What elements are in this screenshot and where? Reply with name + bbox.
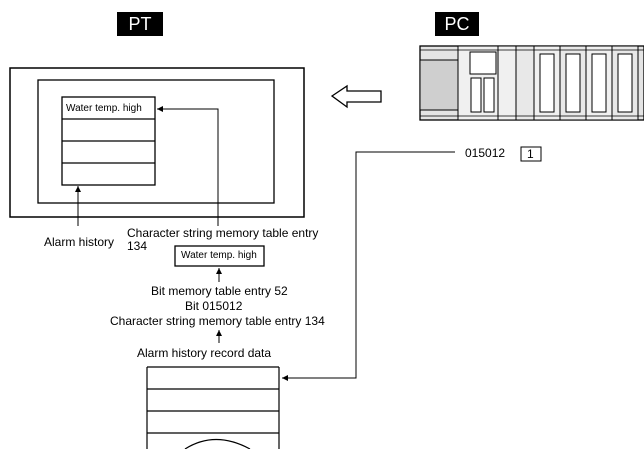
bit-value: 1 xyxy=(527,147,534,161)
char-table-label-2: 134 xyxy=(127,239,148,253)
pc-badge: PC xyxy=(435,12,479,36)
char-table-label-entry: Character string memory table entry 134 xyxy=(110,314,325,328)
water-temp-box xyxy=(174,245,265,267)
bit-value-box xyxy=(520,146,542,162)
transfer-arrow xyxy=(330,84,382,109)
char-table-label-1: Character string memory table entry xyxy=(127,226,319,240)
record-data-table xyxy=(146,366,280,449)
pc-unit xyxy=(419,45,644,121)
pt-badge: PT xyxy=(117,12,163,36)
alarm-entry: Water temp. high xyxy=(66,103,142,114)
record-data-label: Alarm history record data xyxy=(137,346,272,360)
alarm-history-label: Alarm history xyxy=(44,235,115,249)
bit-label: Bit 015012 xyxy=(185,299,243,313)
water-temp-label: Water temp. high xyxy=(181,250,257,261)
bit-table-label: Bit memory table entry 52 xyxy=(151,284,288,298)
bit-address: 015012 xyxy=(465,146,506,160)
